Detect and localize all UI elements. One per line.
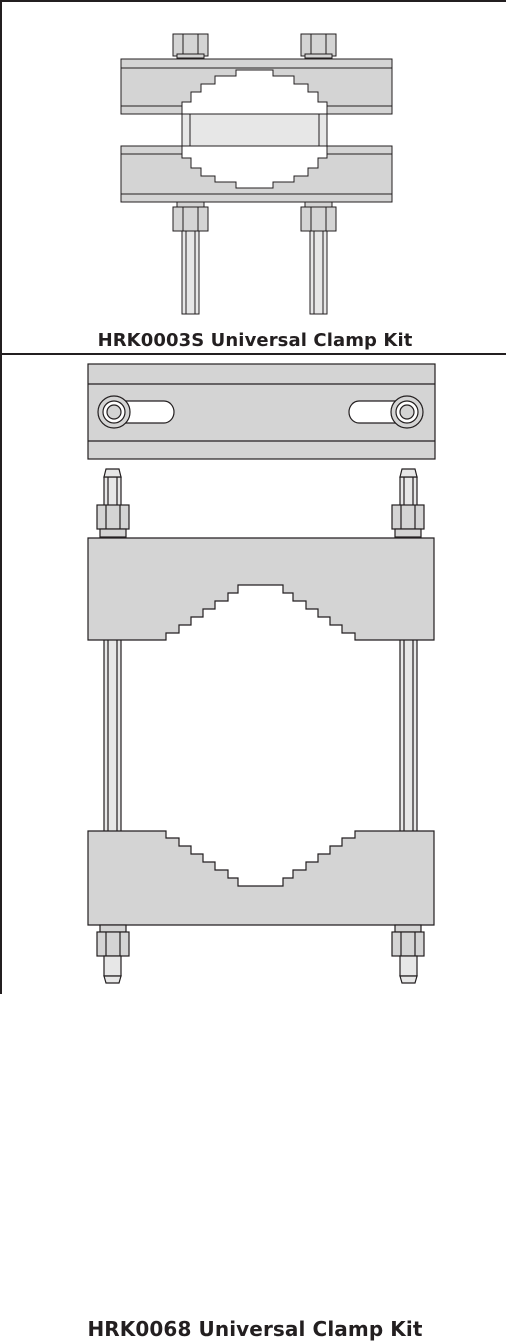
top-nut-right xyxy=(300,33,337,59)
bottom-nut-right xyxy=(300,201,337,232)
clamp-bar-top-view xyxy=(87,363,436,460)
lower-jaw xyxy=(120,145,393,203)
upper-jaw xyxy=(120,58,393,115)
stud-left xyxy=(181,230,200,315)
hrk0068-clamp-drawing xyxy=(87,363,436,984)
panel-hrk0068: HRK0068 Universal Clamp Kit xyxy=(0,353,506,1341)
bottom-nut-left xyxy=(172,201,209,232)
caption-hrk0068: HRK0068 Universal Clamp Kit xyxy=(87,1317,423,1341)
panel-hrk0003s: HRK0003S Universal Clamp Kit xyxy=(0,0,506,354)
top-nut-left xyxy=(172,33,209,59)
upper-nut-left xyxy=(96,504,130,538)
caption-hrk0003s: HRK0003S Universal Clamp Kit xyxy=(97,330,413,351)
stud-right xyxy=(309,230,328,315)
upper-jaw-block xyxy=(87,537,435,641)
lower-jaw-block xyxy=(87,830,435,926)
hrk0003s-clamp-drawing xyxy=(120,33,393,315)
lower-nut-right xyxy=(391,924,425,957)
lower-nut-left xyxy=(96,924,130,957)
upper-nut-right xyxy=(391,504,425,538)
